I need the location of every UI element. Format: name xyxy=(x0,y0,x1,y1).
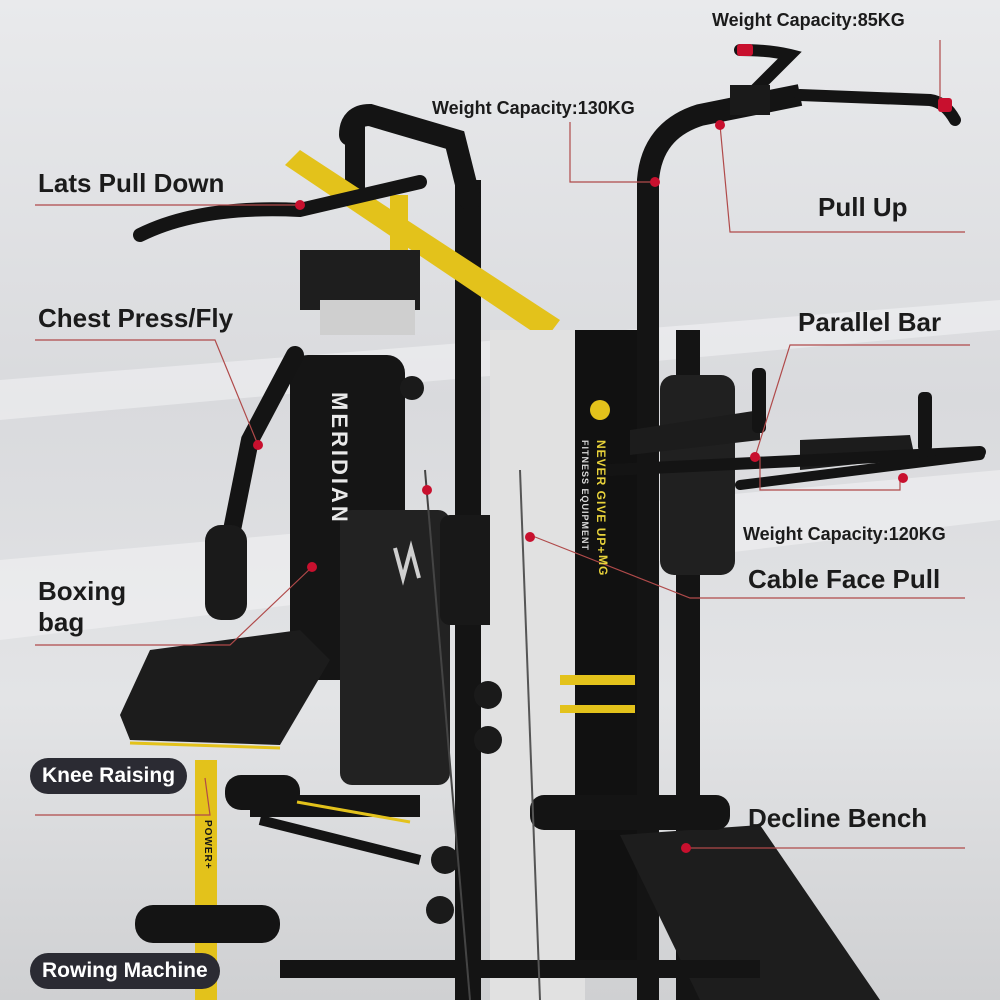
label-rowing-machine: Rowing Machine xyxy=(30,953,220,989)
back-pad xyxy=(340,510,450,785)
post-text: POWER+ xyxy=(202,820,213,870)
leader-lines xyxy=(35,40,970,849)
capacity-label-130kg: Weight Capacity:130KG xyxy=(432,98,635,118)
label-chest-press-fly: Chest Press/Fly xyxy=(38,303,234,333)
label-parallel-bar: Parallel Bar xyxy=(798,307,942,337)
label-lats-pull-down: Lats Pull Down xyxy=(38,168,225,198)
capacity-label-120kg: Weight Capacity:120KG xyxy=(743,524,946,544)
label-cable-face-pull: Cable Face Pull xyxy=(748,564,941,594)
lat-pulldown-bar xyxy=(133,175,427,242)
label-pull-up: Pull Up xyxy=(818,192,908,222)
parallel-bar xyxy=(604,446,986,476)
capacity-label-85kg: Weight Capacity:85KG xyxy=(712,10,905,30)
panel-sub-text: FITNESS EQUIPMENT xyxy=(580,440,590,552)
decline-bench xyxy=(620,825,880,1000)
vkr-back-pad xyxy=(660,375,735,575)
label-decline-bench: Decline Bench xyxy=(748,803,928,833)
panel-slogan-text: NEVER GIVE UP+ xyxy=(594,440,608,555)
label-boxing-bag: Boxing bag xyxy=(38,576,127,637)
bag-brand-text: MERIDIAN xyxy=(327,392,352,525)
label-knee-raising: Knee Raising xyxy=(30,758,188,794)
chest-press-arm xyxy=(221,346,304,549)
panel-model-text: MG xyxy=(596,555,610,577)
marker-dots xyxy=(253,44,952,853)
right-tower xyxy=(637,84,803,1000)
pull-up-handle-right xyxy=(794,89,961,126)
knee-raise-pad xyxy=(120,630,330,745)
